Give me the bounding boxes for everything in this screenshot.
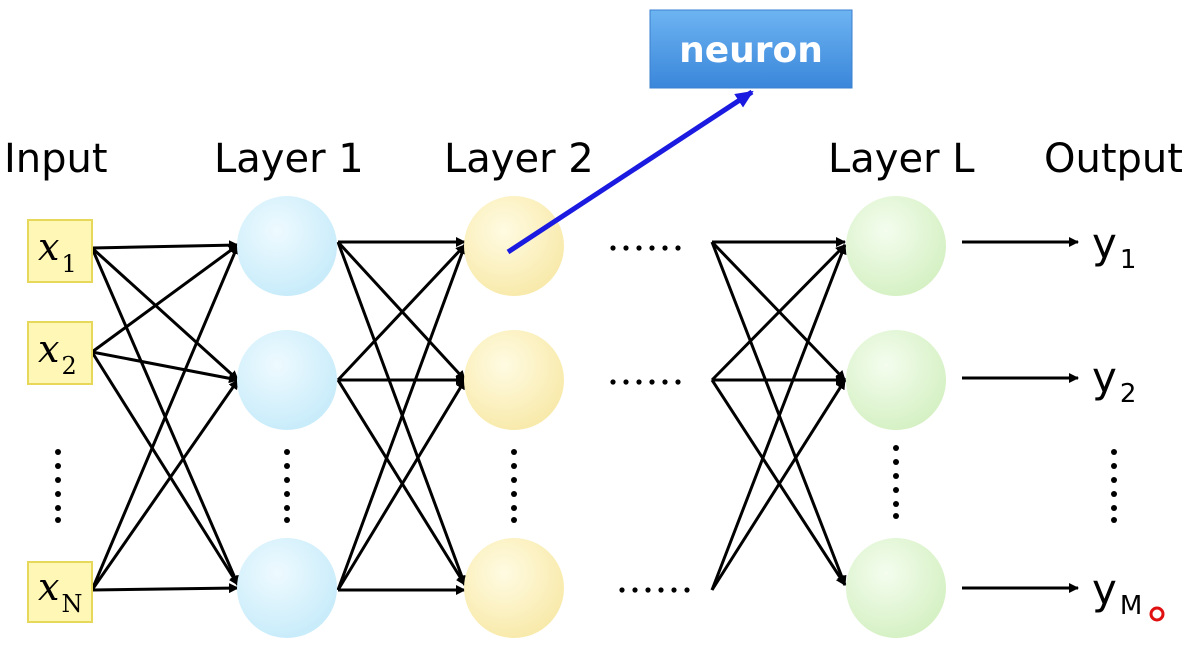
output-arrows xyxy=(962,237,1079,593)
svg-text:x1: x1 xyxy=(38,225,77,278)
neuron-callout-text: neuron xyxy=(679,30,823,71)
input-node-n: xN xyxy=(27,561,93,623)
connections-layer1-layer2 xyxy=(336,237,467,595)
red-marker-dot xyxy=(1149,606,1165,622)
input-node-1: x1 xyxy=(27,219,93,283)
layer1-neuron-n xyxy=(237,538,337,638)
layer1-neuron-1 xyxy=(237,196,337,296)
svg-text:x2: x2 xyxy=(38,327,77,380)
layerl-neuron-2 xyxy=(846,330,946,430)
layerl-neuron-1 xyxy=(846,196,946,296)
connections-to-layer-l xyxy=(710,237,847,591)
header-output: Output xyxy=(1044,136,1183,182)
header-input: Input xyxy=(4,136,108,182)
layer1-neuron-2 xyxy=(237,330,337,430)
vertical-ellipsis-dots xyxy=(55,445,1117,523)
header-layer-2: Layer 2 xyxy=(444,136,594,182)
input-node-2: x2 xyxy=(27,321,93,385)
horizontal-ellipsis-dots xyxy=(610,245,690,593)
layer2-neuron-n xyxy=(464,538,564,638)
header-layer-1: Layer 1 xyxy=(214,136,364,182)
header-layer-l: Layer L xyxy=(828,136,975,182)
layerl-neuron-n xyxy=(846,538,946,638)
svg-text:xN: xN xyxy=(38,565,82,618)
layer2-neuron-2 xyxy=(464,330,564,430)
neuron-pointer-arrow xyxy=(506,89,754,255)
connections-input-layer1 xyxy=(90,240,240,594)
neuron-callout: neuron xyxy=(649,9,853,89)
